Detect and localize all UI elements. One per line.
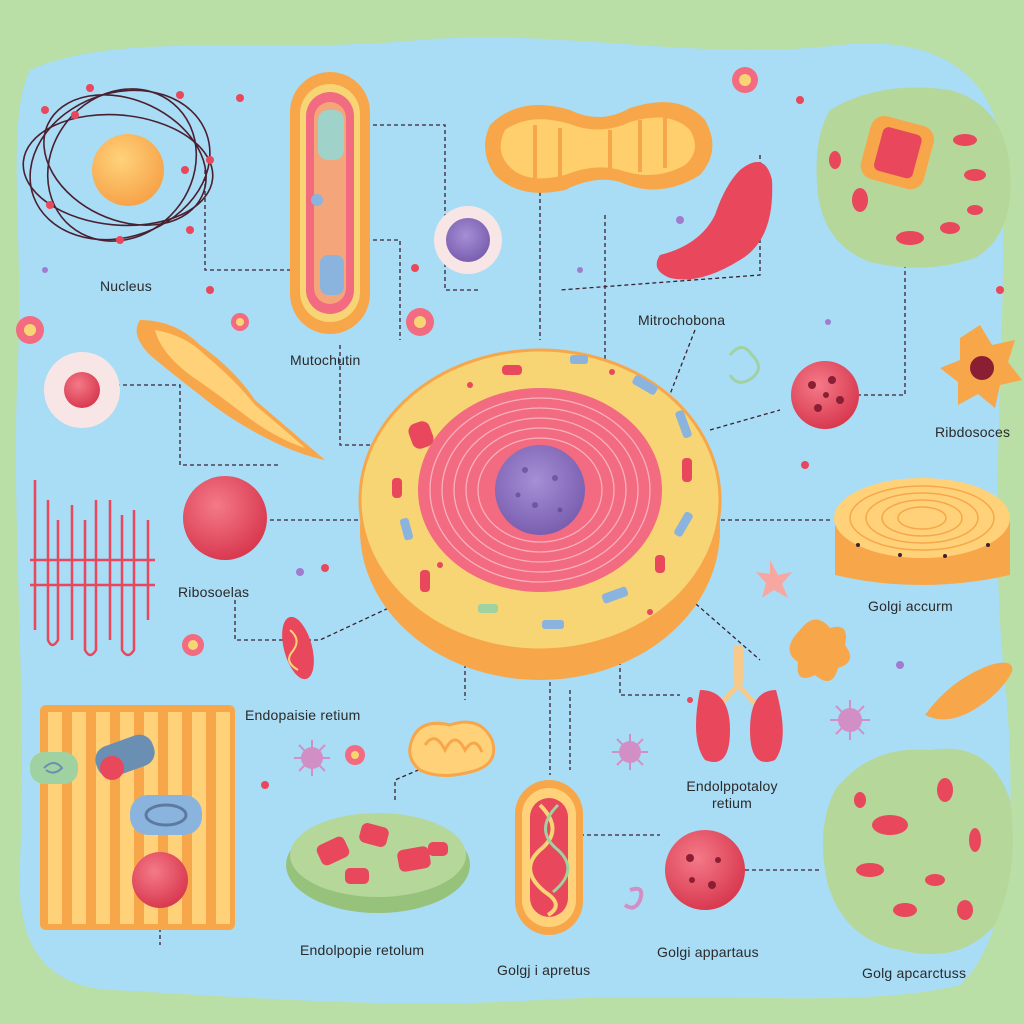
capsule-organelle-bottom [515,780,583,935]
right-tilted-organelle [925,662,1013,720]
left-small-cell [44,352,120,428]
label-golgi-accurm: Golgi accurm [868,598,953,614]
pink-star-shape [756,560,792,598]
label-ribosoelas: Ribosoelas [178,584,250,600]
striped-block [30,705,235,930]
small-cell-eye [434,206,502,274]
green-cell-top-right [816,87,1011,268]
green-oval-organelle [286,813,470,913]
red-sphere-bottom [665,830,745,910]
star-cell [940,325,1022,408]
label-endolppotaloy: Endolppotaloy retium [662,778,802,812]
red-blob-organelle [656,162,773,280]
label-endopaisie-retium: Endopaisie retium [245,707,361,723]
orange-disc [834,478,1010,585]
small-green-squiggle [728,346,760,384]
orange-mitochondria-top [485,102,713,193]
label-mutochutin: Mutochutin [290,352,361,368]
label-mitrochobona: Mitrochobona [638,312,726,328]
orange-flower-shape [789,619,851,682]
small-wavy-organelle [282,616,314,680]
atom-nucleus-illustration [22,84,214,244]
red-sphere-left [183,476,267,560]
capsule-organelle-top [290,72,370,334]
label-golgj-i-apretus: Golgj i apretus [497,962,591,978]
central-nucleus [495,445,585,535]
red-sphere-right [791,361,859,429]
label-golg-apcarctuss: Golg apcarctuss [862,965,967,981]
label-endolppotaloy-line1: Endolppotaloy [686,778,778,794]
label-endolpopie-retolum: Endolpopie retolum [300,942,425,958]
central-cell [358,348,722,680]
wavy-reticulum-left [30,480,155,657]
lung-shaped-organelle [696,645,783,762]
label-golgi-appartaus: Golgi appartaus [657,944,759,960]
green-cell-bottom-right [822,748,1013,955]
twisted-organelle-inner [155,330,305,448]
label-nucleus: Nucleus [100,278,152,294]
spiky-particles-outline [294,700,870,776]
label-endolppotaloy-line2: retium [711,795,753,811]
folded-organelle [408,720,496,777]
decorative-dots [16,67,1004,949]
small-hook [623,886,644,910]
label-ribdosoces: Ribdosoces [935,424,1011,440]
